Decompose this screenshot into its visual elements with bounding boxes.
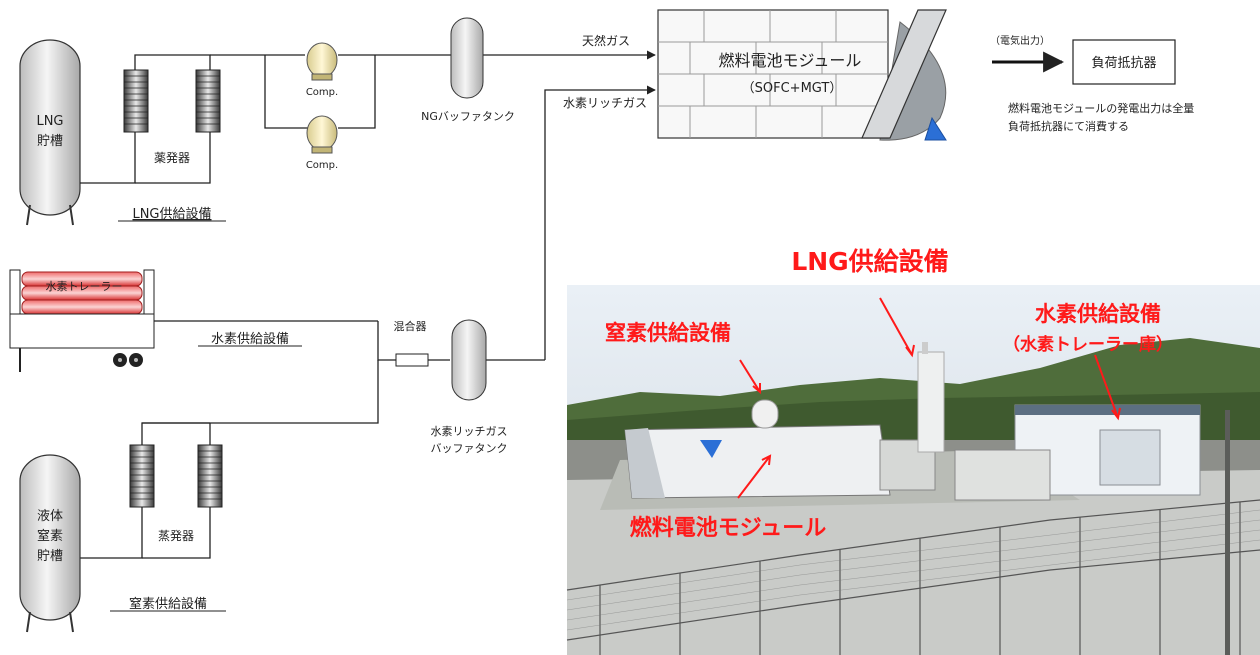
photo-label-hydrogen-2: （水素トレーラー庫） — [1003, 334, 1173, 355]
h2-buffer-label-line1: 水素リッチガス — [431, 425, 508, 438]
n2-tank-label-line3: 貯槽 — [37, 549, 63, 564]
ng-buffer-label: NGバッファタンク — [421, 110, 515, 123]
n2-tank-label-line1: 液体 — [37, 509, 63, 524]
lng-piping — [80, 50, 656, 184]
compressor-2: Comp. — [306, 115, 338, 171]
n2-tank-label-line2: 窒素 — [37, 528, 63, 544]
photo-label-lng: LNG供給設備 — [791, 247, 948, 276]
compressor-2-label: Comp. — [306, 160, 338, 171]
mixer-label: 混合器 — [394, 319, 427, 333]
photo-label-hydrogen-1: 水素供給設備 — [1035, 302, 1161, 326]
load-resistor: 負荷抵抗器 — [1072, 39, 1176, 85]
lng-vaporizer: 薬発器 — [123, 69, 221, 165]
vaporizer-label-bottom: 蒸発器 — [158, 529, 194, 543]
photo-label-nitrogen: 窒素供給設備 — [605, 321, 731, 345]
photo-label-fuel-cell: 燃料電池モジュール — [630, 515, 826, 541]
hydrogen-rich-gas-label: 水素リッチガス — [563, 96, 647, 110]
note-line-1: 燃料電池モジュールの発電出力は全量 — [1008, 101, 1194, 115]
nitrogen-piping — [80, 360, 379, 559]
compressor-1-label: Comp. — [306, 87, 338, 98]
vaporizer-label-top: 薬発器 — [154, 151, 190, 165]
hydrogen-piping — [154, 85, 656, 361]
facility-photo: LNG供給設備 窒素供給設備 水素供給設備 （水素トレーラー庫） 燃料電池モジュ… — [566, 247, 1260, 655]
lng-section-label: LNG供給設備 — [132, 206, 211, 222]
nitrogen-storage-tank: 液体 窒素 貯槽 — [19, 454, 81, 633]
lng-tank-label-line2: 貯槽 — [37, 134, 63, 149]
note-line-2: 負荷抵抗器にて消費する — [1008, 119, 1129, 133]
power-output-label: （電気出力） — [990, 34, 1050, 47]
compressor-1: Comp. — [306, 42, 338, 98]
load-resistor-label: 負荷抵抗器 — [1091, 56, 1156, 71]
ng-buffer-tank: NGバッファタンク — [421, 17, 515, 123]
hydrogen-section-label: 水素供給設備 — [211, 331, 289, 347]
hydrogen-buffer-tank: 水素リッチガス バッファタンク — [431, 319, 508, 455]
fc-module-sub-label: （SOFC+MGT） — [742, 81, 843, 96]
nitrogen-vaporizer: 蒸発器 — [129, 444, 223, 543]
nitrogen-section-label: 窒素供給設備 — [129, 596, 207, 612]
fuel-cell-module: 燃料電池モジュール （SOFC+MGT） — [657, 9, 947, 141]
lng-storage-tank: LNG 貯槽 — [19, 39, 81, 226]
trailer-label: 水素トレーラー — [46, 280, 123, 293]
fc-module-label: 燃料電池モジュール — [719, 51, 862, 70]
natural-gas-label: 天然ガス — [582, 33, 630, 48]
h2-buffer-label-line2: バッファタンク — [431, 442, 508, 455]
hydrogen-trailer: 水素トレーラー — [9, 269, 155, 372]
lng-tank-label-line1: LNG — [36, 114, 63, 129]
mixer: 混合器 — [394, 319, 429, 367]
